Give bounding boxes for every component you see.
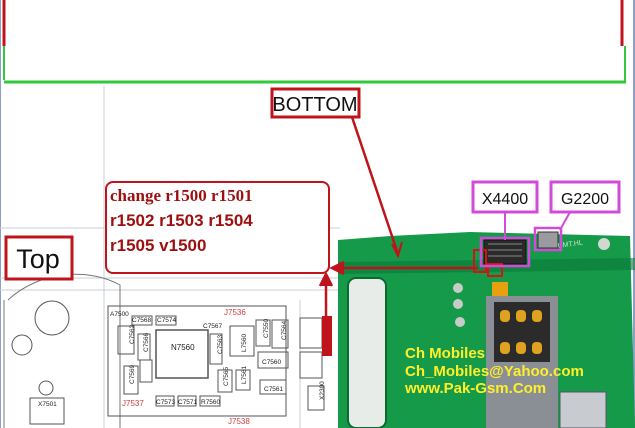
text-label: J7537 [122, 399, 144, 408]
top-label: Top [4, 235, 74, 281]
text-label: Top [16, 244, 60, 274]
x4400-highlight [479, 236, 531, 268]
text-label: www.Pak-Gsm.Com [404, 380, 546, 397]
text-label: N7560 [171, 343, 195, 352]
board-slot [347, 277, 387, 428]
text-label: R7560 [201, 399, 221, 406]
sim-contacts [500, 310, 542, 354]
text-label: C7573 [156, 399, 176, 406]
component [155, 315, 177, 326]
text-label: J7536 [224, 308, 246, 317]
component-g2200 [537, 231, 559, 249]
arrows [318, 116, 478, 316]
schematic-outline [107, 305, 287, 417]
text-label: Ch Mobiles [405, 345, 485, 362]
watermark: Ch Mobiles Ch_Mobiles@Yahoo.com www.Pak-… [404, 345, 584, 397]
instruction-note: change r1500 r1501 r1502 r1503 r1504 r15… [105, 181, 330, 274]
connector-x7501 [29, 397, 65, 425]
pcb-board: UMT.HL [338, 231, 635, 428]
mounting-hole [38, 380, 54, 396]
text-label: C7564 [281, 320, 288, 340]
component [257, 351, 289, 369]
text-label: C7569 [129, 364, 136, 384]
text-label: X2300 [319, 381, 326, 400]
schematic-refs: A7500 C7568 C7574 C7567 C7562 C7566 N756… [38, 308, 326, 426]
text-label: C7571 [178, 399, 198, 406]
mounting-hole [34, 300, 70, 336]
text-label: UMT.HL [557, 240, 583, 250]
text-label: C7560 [262, 359, 282, 366]
component [177, 395, 197, 407]
text-label: L7560 [241, 334, 248, 352]
mounting-hole [11, 334, 33, 356]
component [139, 359, 153, 383]
text-label: J7538 [228, 417, 250, 426]
text-label: X7501 [38, 401, 57, 408]
callout-g2200: G2200 [533, 180, 621, 252]
text-label: C7563 [217, 334, 224, 354]
component [155, 395, 175, 407]
red-marked-part [487, 263, 503, 277]
text-label: C7565 [223, 366, 230, 386]
text-label: change r1500 r1501 [110, 186, 253, 205]
component [209, 333, 223, 365]
memory-card-slot [559, 391, 607, 428]
text-label: r1505 v1500 [110, 236, 206, 255]
component [123, 365, 139, 395]
text-label: G2200 [561, 191, 609, 208]
ic-n7560 [155, 329, 209, 379]
schematic-layout [3, 273, 325, 428]
callout-x4400: X4400 [471, 180, 539, 240]
component [255, 319, 271, 347]
text-label: r1502 r1503 r1504 [110, 211, 253, 230]
component [235, 369, 251, 391]
arrow-bottom-to-board [350, 116, 400, 255]
component [307, 385, 325, 411]
text-label: C7562 [129, 324, 136, 344]
text-label: C7568 [132, 317, 152, 324]
text-label: C7550 [263, 318, 270, 338]
bottom-label: BOTTOM [270, 87, 361, 119]
text-label: Ch_Mobiles@Yahoo.com [405, 363, 584, 380]
text-label: C7561 [264, 386, 284, 393]
component [299, 317, 323, 349]
text-label: A7500 [110, 311, 129, 318]
text-label: L7561 [241, 366, 248, 384]
component [217, 369, 233, 393]
text-label: C7574 [157, 317, 177, 324]
component [271, 319, 289, 349]
schematic-marker [322, 316, 332, 356]
component [259, 379, 287, 395]
test-pads [453, 283, 465, 327]
component [299, 351, 323, 379]
text-label: C7567 [203, 323, 223, 330]
text-label: BOTTOM [272, 94, 357, 116]
component [117, 325, 135, 355]
text-label: C7566 [143, 332, 150, 352]
text-label: X4400 [482, 191, 528, 208]
component [229, 325, 255, 357]
component [131, 315, 153, 326]
capacitor [492, 282, 508, 296]
component [199, 395, 221, 407]
